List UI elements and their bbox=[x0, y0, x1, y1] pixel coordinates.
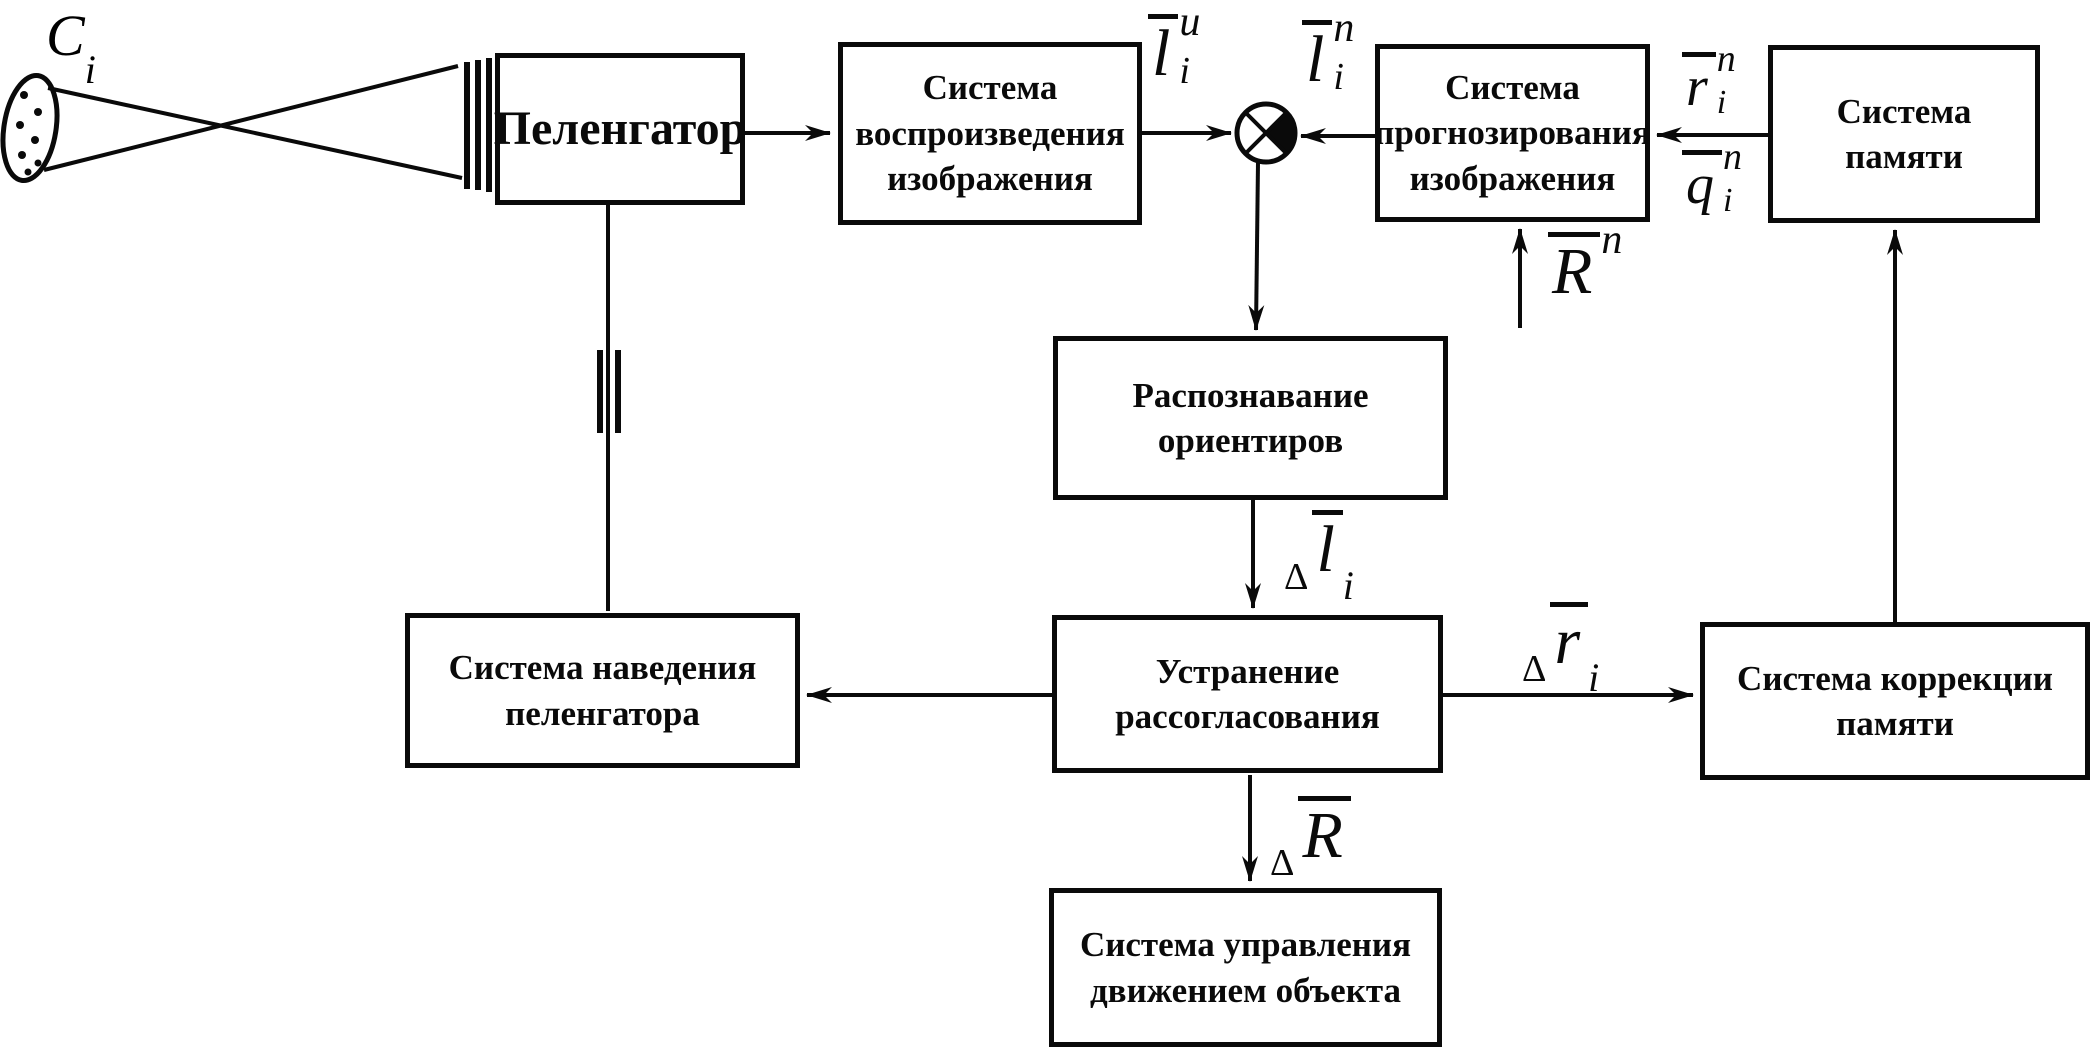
signal-delta-r-base: r bbox=[1550, 602, 1589, 675]
signal-l-u-base: l bbox=[1148, 14, 1179, 87]
signal-delta-l-base: l bbox=[1312, 510, 1343, 583]
box-motion-control: Система управления движением объекта bbox=[1049, 888, 1442, 1047]
delta-symbol: Δ bbox=[1522, 648, 1547, 690]
lens-icon bbox=[464, 58, 492, 192]
signal-l-u-sub: i bbox=[1179, 49, 1190, 92]
signal-q-n-sup: n bbox=[1723, 136, 1742, 178]
delta-symbol: Δ bbox=[1270, 842, 1295, 884]
optical-rays bbox=[43, 64, 463, 180]
object-label-sub: i bbox=[84, 47, 96, 92]
box-guidance-label: Система наведения пеленгатора bbox=[448, 648, 757, 733]
box-reproduction-system: Система воспроизведения изображения bbox=[838, 42, 1142, 225]
delta-symbol: Δ bbox=[1284, 556, 1309, 598]
signal-l-n-base: l bbox=[1302, 20, 1333, 93]
signal-r-n-sub: i bbox=[1716, 84, 1727, 122]
signal-delta-l-sub: i bbox=[1342, 563, 1354, 608]
box-memory-correction-label: Система коррекции памяти bbox=[1737, 658, 2053, 744]
arrow-comparator-to-recognition bbox=[1248, 161, 1265, 331]
box-memory-correction: Система коррекции памяти bbox=[1700, 622, 2090, 780]
box-recognition: Распознавание ориентиров bbox=[1053, 336, 1448, 500]
box-memory-label: Система памяти bbox=[1836, 91, 1972, 177]
box-pelengator: Пеленгатор bbox=[493, 53, 747, 205]
box-mismatch-elimination: Устранение рассогласования bbox=[1052, 615, 1443, 773]
signal-q-n-base: q bbox=[1682, 150, 1722, 213]
box-prediction-system: Система прогнозирования изображения bbox=[1374, 44, 1651, 222]
object-label-base: C bbox=[46, 3, 85, 68]
box-pelengator-label: Пеленгатор bbox=[493, 101, 747, 155]
signal-delta-R-base: R bbox=[1298, 796, 1351, 869]
box-prediction-label: Система прогнозирования изображения bbox=[1374, 67, 1651, 198]
observed-object-icon bbox=[0, 72, 60, 184]
signal-delta-r-sub: i bbox=[1588, 655, 1600, 700]
signal-l-u-sup: u bbox=[1179, 0, 1201, 45]
box-memory-system: Система памяти bbox=[1768, 45, 2040, 223]
comparator-icon bbox=[1234, 101, 1298, 165]
signal-l-n-sub: i bbox=[1333, 55, 1344, 98]
box-recognition-label: Распознавание ориентиров bbox=[1132, 375, 1369, 461]
signal-r-n-sup: n bbox=[1716, 38, 1736, 80]
object-label: Ci bbox=[46, 6, 96, 93]
signal-r-n-base: r bbox=[1682, 52, 1716, 115]
box-reproduction-label: Система воспроизведения изображения bbox=[855, 68, 1125, 199]
box-mismatch-label: Устранение рассогласования bbox=[1115, 651, 1380, 737]
link-break-icon bbox=[597, 350, 621, 433]
signal-q-n-sub: i bbox=[1723, 182, 1733, 220]
box-guidance-system: Система наведения пеленгатора bbox=[405, 613, 800, 768]
box-motion-control-label: Система управления движением объекта bbox=[1079, 925, 1412, 1010]
arrows bbox=[606, 125, 1903, 882]
signal-R-n-sup: n bbox=[1601, 217, 1623, 263]
signal-R-n-base: R bbox=[1548, 232, 1601, 305]
signal-l-n-sup: n bbox=[1333, 5, 1355, 51]
